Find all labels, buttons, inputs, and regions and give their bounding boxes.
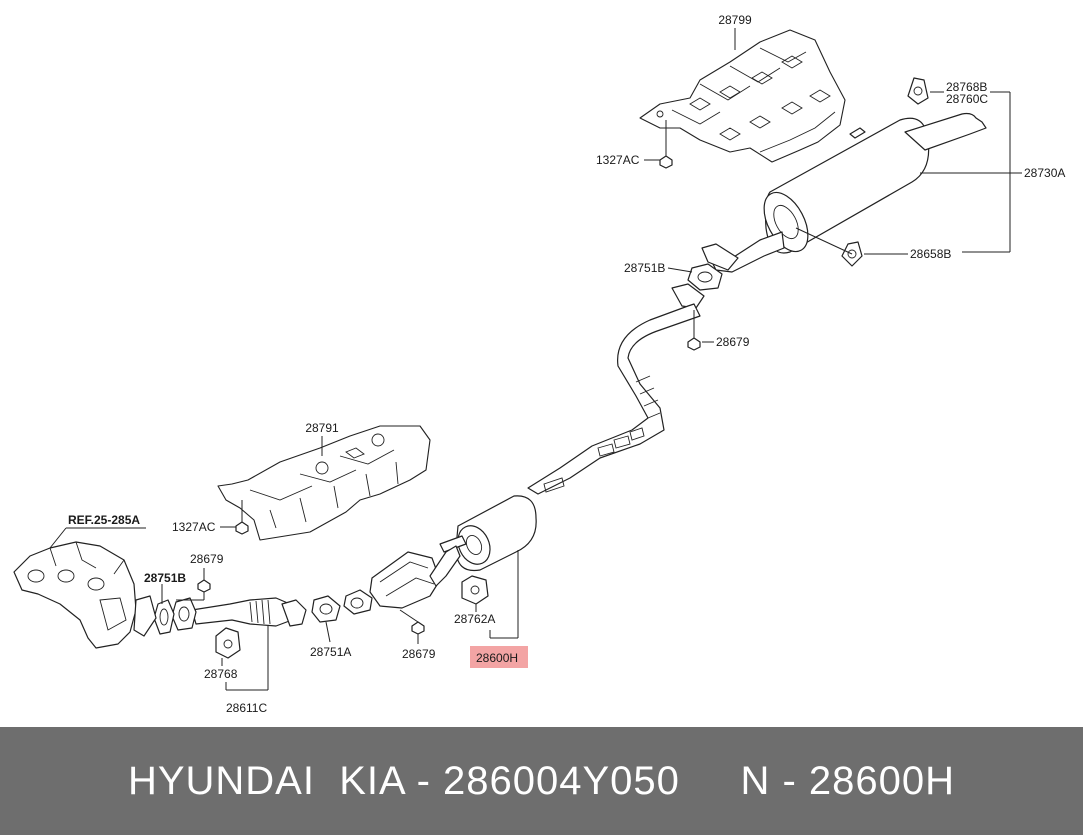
center-hanger-rubber	[461, 575, 489, 605]
label-muffler-rear: 28730A	[1024, 166, 1065, 180]
label-ref-manifold: REF.25-285A	[68, 513, 140, 527]
cat-nut	[399, 609, 425, 644]
label-hanger-rear-b: 28760C	[946, 92, 988, 106]
label-hanger-center: 28762A	[454, 612, 495, 626]
part-number-footer: HYUNDAI KIA - 286004Y050 N - 28600H	[0, 727, 1083, 835]
front-nut	[220, 500, 249, 535]
label-hanger-rear-a: 28768B	[946, 80, 987, 94]
rear-gasket	[687, 263, 723, 291]
label-nut-front-pipe: 28679	[190, 552, 224, 566]
label-gasket-cat: 28751A	[310, 645, 351, 659]
label-nut-front: 1327AC	[172, 520, 216, 534]
center-pipe	[527, 283, 705, 495]
mid-nut	[687, 310, 714, 351]
label-nut-cat: 28679	[402, 647, 436, 661]
highlight-box	[470, 646, 528, 668]
front-heat-shield	[217, 425, 431, 541]
exhaust-parts-diagram: 28799 1327AC 28768B 28760C 28730A 28658B…	[13, 13, 1065, 715]
label-gasket-front: 28751B	[144, 571, 186, 585]
label-heat-shield-rear: 28799	[718, 13, 752, 27]
label-front-pipe: 28611C	[226, 701, 267, 715]
exhaust-manifold	[13, 541, 157, 649]
front-pipe	[171, 597, 307, 631]
center-resonator	[439, 495, 537, 572]
cat-gasket	[311, 595, 341, 623]
label-center-pipe-assy[interactable]: 28600H	[476, 651, 518, 665]
rear-muffler	[701, 112, 987, 273]
front-gasket	[153, 599, 175, 635]
label-gasket-rear: 28751B	[624, 261, 665, 275]
rear-nut	[644, 120, 673, 169]
label-hanger-rear-c: 28658B	[910, 247, 951, 261]
label-nut-mid: 28679	[716, 335, 750, 349]
footer-text: HYUNDAI KIA - 286004Y050 N - 28600H	[127, 758, 956, 803]
catalytic-converter	[343, 545, 461, 615]
hanger-rubber-rear-top	[907, 77, 929, 105]
front-pipe-nut	[176, 568, 211, 601]
label-hanger-front: 28768	[204, 667, 238, 681]
label-heat-shield-front: 28791	[305, 421, 339, 435]
rear-heat-shield	[639, 29, 846, 163]
front-hanger-rubber	[215, 627, 241, 659]
label-nut-rear: 1327AC	[596, 153, 640, 167]
